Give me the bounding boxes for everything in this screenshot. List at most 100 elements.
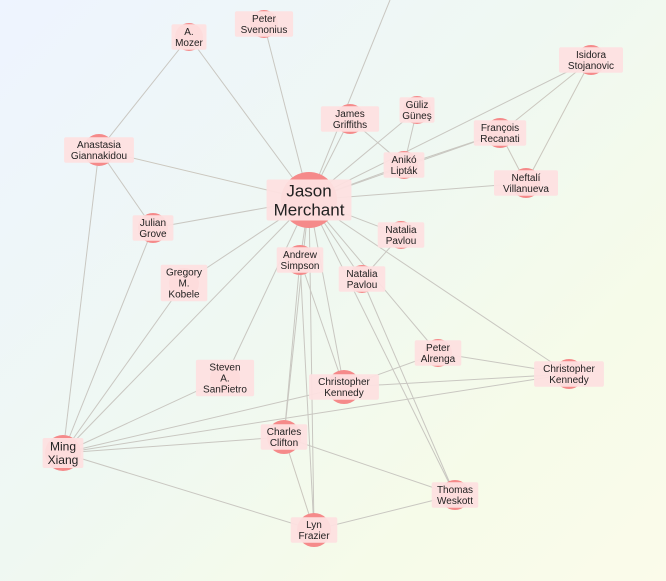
- nodes-layer: A.Mozer PeterSvenoniusIsidoraStojanovicAn…: [42, 10, 623, 547]
- node-label-line: Ming: [50, 439, 76, 453]
- node-label-bg: [338, 266, 386, 292]
- edge-merchant-a_mozer: [188, 36, 310, 201]
- node-label-line: Clifton: [270, 438, 298, 449]
- node-label-line: Steven: [209, 362, 240, 373]
- node-label-line: Charles: [267, 427, 301, 438]
- node-label-line: Neftalí: [512, 173, 541, 184]
- edge-merchant-xiang: [62, 199, 310, 454]
- edge-clifton-xiang: [62, 436, 285, 454]
- node-label-line: A.: [184, 27, 193, 38]
- node-label-line: A.: [220, 374, 229, 385]
- node-a_mozer[interactable]: A.Mozer: [171, 23, 207, 51]
- edge-merchant-weskott: [308, 199, 456, 496]
- node-label-line: Güliz: [406, 100, 429, 111]
- node-label-bg: [290, 517, 338, 543]
- node-label-bg: [195, 359, 255, 397]
- node-label-bg: [534, 361, 604, 387]
- node-label-line: Christopher: [318, 377, 370, 388]
- node-label-line: Pavlou: [347, 280, 378, 291]
- node-label-line: Giannakidou: [71, 151, 127, 162]
- node-label-bg: [160, 264, 208, 302]
- node-label-line: Christopher: [543, 364, 595, 375]
- node-label-bg: [383, 152, 425, 178]
- node-label-line: Griffiths: [333, 120, 367, 131]
- node-label-line: Natalia: [385, 225, 417, 236]
- node-label-bg: [309, 374, 379, 400]
- edge-grove-xiang: [62, 227, 154, 454]
- edge-simpson-clifton: [283, 259, 301, 438]
- node-label-bg: [320, 106, 380, 132]
- node-label-line: Stojanovic: [568, 61, 614, 72]
- edge-merchant-stojanovic: [308, 59, 592, 201]
- node-label-line: M.: [178, 279, 189, 290]
- edge-merchant-offscreen_top: [308, 0, 391, 201]
- node-label-line: Kobele: [168, 290, 200, 301]
- node-label-bg: [377, 222, 425, 248]
- node-label-bg: [64, 137, 134, 163]
- node-label-line: Andrew: [283, 250, 318, 261]
- edge-simpson-kennedy1: [299, 259, 345, 388]
- node-label-bg: [414, 340, 462, 366]
- node-label-line: Kennedy: [549, 375, 588, 386]
- node-label-line: Anikó: [391, 155, 416, 166]
- edge-merchant-clifton: [283, 199, 310, 438]
- node-label-bg: [42, 438, 84, 468]
- edges-layer: [62, 0, 592, 531]
- edge-kennedy1-xiang: [62, 386, 345, 454]
- edge-clifton-weskott: [283, 436, 456, 496]
- node-label-line: Pavlou: [386, 236, 417, 247]
- node-label-line: Villanueva: [503, 184, 549, 195]
- edge-merchant-kennedy2: [308, 199, 570, 375]
- node-label-line: Simpson: [281, 261, 320, 272]
- edge-kobele-xiang: [62, 282, 185, 454]
- node-label-bg: [276, 247, 324, 273]
- node-label-bg: [473, 120, 527, 146]
- edge-giannakidou-xiang: [62, 149, 100, 454]
- node-label-bg: [171, 24, 207, 50]
- node-label-line: Gregory: [166, 267, 202, 278]
- edge-kennedy1-kennedy2: [343, 373, 570, 388]
- node-label-line: Kennedy: [324, 388, 363, 399]
- node-label-line: Peter: [252, 14, 277, 25]
- node-label-line: Alrenga: [421, 354, 456, 365]
- edge-kennedy2-xiang: [62, 373, 570, 454]
- edge-merchant-svenonius: [263, 23, 310, 201]
- node-label-bg: [266, 179, 352, 221]
- node-label-line: Merchant: [274, 200, 345, 219]
- node-label-line: Anastasia: [77, 140, 121, 151]
- node-label-line: François: [481, 123, 519, 134]
- node-label-line: Natalia: [346, 269, 378, 280]
- node-label-line: Recanati: [480, 134, 519, 145]
- node-label-line: Xiang: [48, 453, 79, 467]
- node-label-line: Frazier: [298, 531, 330, 542]
- node-label-line: Julian: [140, 218, 166, 229]
- node-label-bg: [132, 215, 174, 241]
- node-label-line: Lipták: [391, 166, 419, 177]
- node-label-line: James: [335, 109, 364, 120]
- edge-frazier-xiang: [62, 452, 315, 531]
- node-label-line: SanPietro: [203, 385, 247, 396]
- node-label-line: Peter: [426, 343, 451, 354]
